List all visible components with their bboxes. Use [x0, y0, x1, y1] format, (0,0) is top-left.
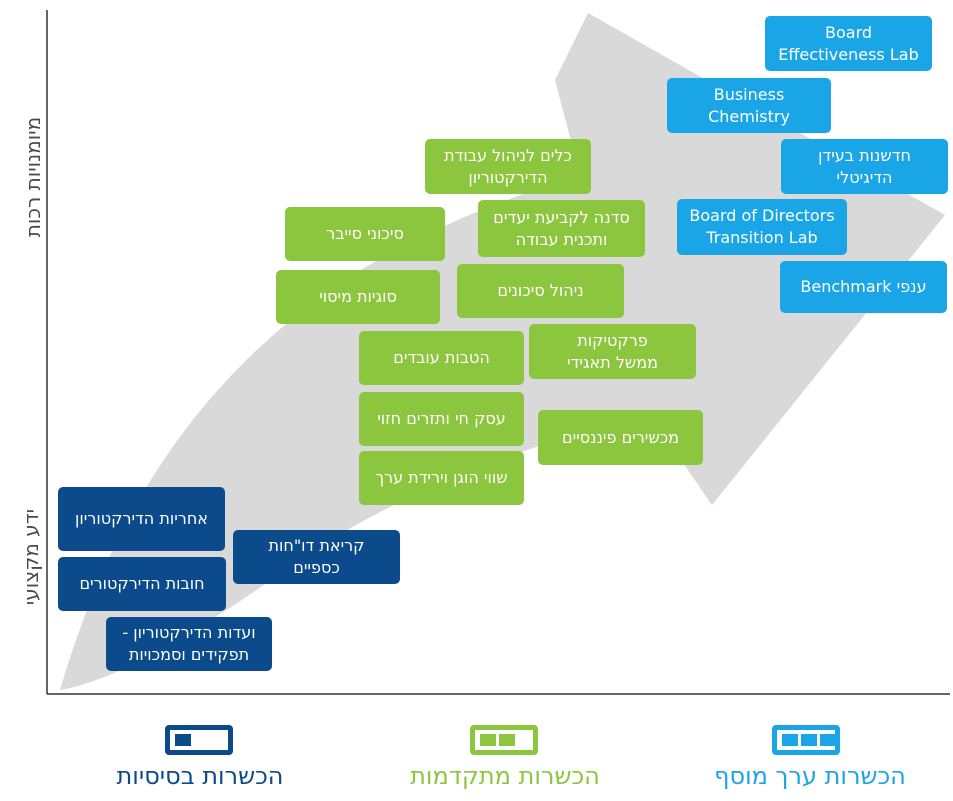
legend-icon-added-value	[772, 725, 840, 755]
box-line: Board of Directors	[689, 206, 835, 225]
box-employee-benefits: הטבות עובדים	[359, 331, 524, 385]
box-line: Board	[825, 22, 873, 42]
box-line: חובות הדירקטורים	[79, 574, 205, 593]
y-axis-label-top: מיומנויות רכות	[21, 116, 45, 238]
legend-label-added-value: הכשרות ערך מוסף	[714, 762, 906, 790]
box-line: חדשנות בעידן	[818, 145, 911, 165]
box-line: ותכנית עבודה	[515, 229, 608, 249]
box-line: Business	[713, 84, 785, 104]
legend-icon-basic	[165, 725, 233, 755]
box-line: סוגיות מיסוי	[319, 287, 397, 306]
box-financial-instruments: מכשירים פיננסיים	[538, 410, 703, 465]
box-line: סיכוני סייבר	[326, 224, 404, 243]
box-board-committees: ועדות הדירקטוריון - תפקידים וסמכויות	[106, 617, 272, 671]
box-cyber-risks: סיכוני סייבר	[285, 207, 445, 261]
box-line: Chemistry	[708, 106, 790, 126]
box-line: Transition Lab	[706, 228, 818, 247]
box-line: הדיגיטלי	[836, 167, 893, 187]
box-going-concern: עסק חי ותזרים חזוי	[359, 392, 524, 446]
box-line: אחריות הדירקטוריון	[75, 509, 208, 528]
box-line: פרקטיקות	[577, 330, 648, 350]
box-line: ממשל תאגידי	[567, 352, 658, 372]
box-line: עסק חי ותזרים חזוי	[377, 409, 506, 428]
box-line: כלים לניהול עבודת	[444, 145, 572, 165]
box-line: שווי הוגן וירידת ערך	[375, 468, 508, 487]
box-line: Benchmark ענפי	[800, 277, 927, 296]
box-line: הטבות עובדים	[393, 348, 490, 367]
legend-icon-advanced	[470, 725, 538, 755]
box-line: ועדות הדירקטוריון -	[122, 623, 256, 642]
box-line: סדנה לקביעת יעדים	[493, 207, 630, 227]
box-line: קריאת דו"חות	[268, 536, 365, 555]
y-axis-label-bottom: ידע מקצועי	[19, 508, 43, 606]
box-board-liability: אחריות הדירקטוריון	[58, 487, 225, 551]
box-line: הדירקטוריון	[468, 167, 548, 187]
box-fair-value: שווי הוגן וירידת ערך	[359, 451, 524, 505]
box-risk-management: ניהול סיכונים	[457, 264, 624, 318]
box-director-duties: חובות הדירקטורים	[58, 557, 226, 611]
box-line: כספיים	[293, 558, 340, 577]
box-line: ניהול סיכונים	[497, 281, 584, 300]
legend-label-basic: הכשרות בסיסיות	[116, 762, 284, 790]
box-line: תפקידים וסמכויות	[128, 645, 250, 664]
box-line: Effectiveness Lab	[778, 44, 919, 64]
box-benchmark: Benchmark ענפי	[780, 261, 947, 313]
box-line: מכשירים פיננסיים	[561, 427, 680, 447]
box-tax-issues: סוגיות מיסוי	[276, 270, 440, 324]
box-reading-financials: קריאת דו"חות כספיים	[233, 530, 400, 584]
legend-label-advanced: הכשרות מתקדמות	[410, 762, 600, 790]
